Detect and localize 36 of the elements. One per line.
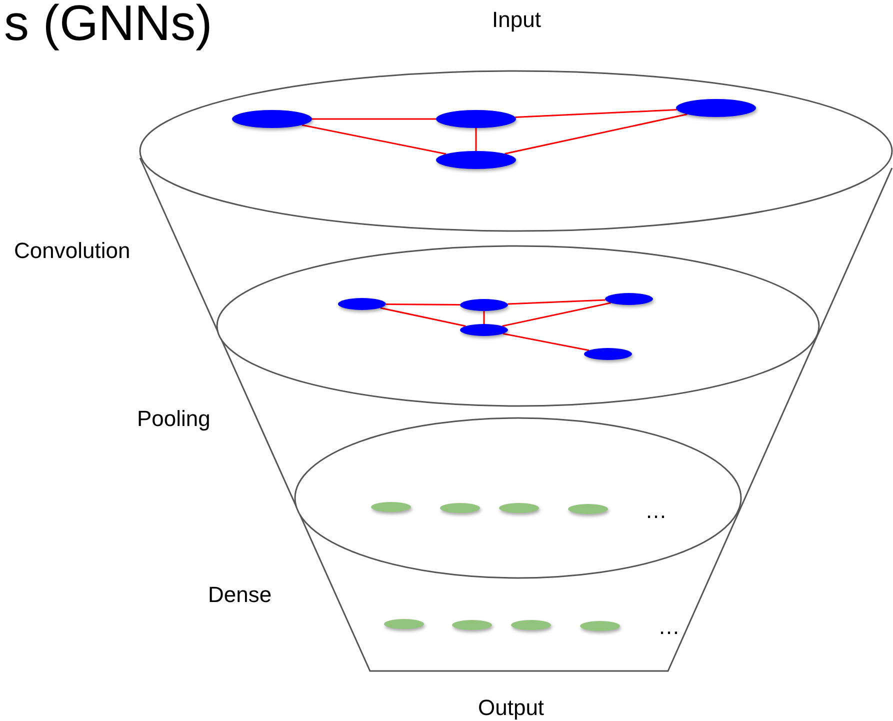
- feature-node: [384, 619, 424, 629]
- title: s (GNNs): [4, 0, 212, 48]
- graph-edge: [504, 114, 688, 154]
- feature-node: [511, 620, 551, 630]
- graph-node: [436, 110, 516, 128]
- graph-node: [460, 299, 508, 311]
- graph-node: [436, 151, 516, 169]
- layer-label: Dense: [208, 584, 272, 606]
- feature-node: [580, 621, 620, 631]
- graph-edge: [312, 118, 436, 120]
- graph-edge: [302, 124, 446, 155]
- graph-edge: [483, 311, 485, 324]
- layer-label: Convolution: [14, 240, 130, 262]
- graph-node: [584, 348, 632, 360]
- feature-node: [452, 620, 492, 630]
- layer-label: Pooling: [137, 408, 210, 430]
- graph-edge: [386, 303, 460, 306]
- graph-edge: [380, 307, 466, 327]
- feature-node: [440, 503, 480, 513]
- graph-node: [338, 298, 386, 310]
- layer-label: Output: [478, 697, 544, 719]
- ellipsis: …: [645, 500, 667, 522]
- layer-label: Input: [492, 9, 541, 31]
- feature-node: [499, 503, 539, 513]
- graph-edge: [515, 109, 677, 118]
- feature-node: [371, 502, 411, 512]
- graph-node: [605, 293, 653, 305]
- graph-node: [460, 324, 508, 336]
- graph-node: [232, 110, 312, 128]
- ellipsis: …: [658, 616, 680, 638]
- graph-edge: [475, 128, 477, 151]
- graph-edge: [508, 299, 606, 305]
- graph-edge: [502, 302, 611, 327]
- feature-node: [568, 504, 608, 514]
- graph-node: [676, 99, 756, 117]
- graph-edge: [502, 332, 590, 352]
